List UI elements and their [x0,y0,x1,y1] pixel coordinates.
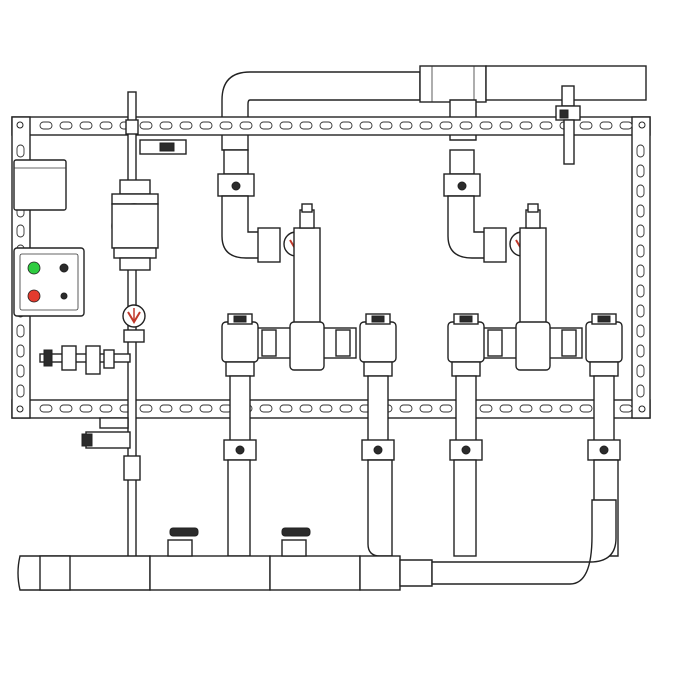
valve-actuator-icon [585,321,623,363]
valve-actuator-icon [447,321,485,363]
mounting-frame [11,116,651,419]
start-indicator-light [27,261,41,275]
manifold-branch [217,149,397,557]
ball-valve-icon [231,181,241,191]
stop-indicator-light [27,289,41,303]
bypass-valve [39,345,131,375]
valve-actuator-icon [221,321,259,363]
pump-assembly [111,91,187,561]
ball-valve-icon [457,181,467,191]
air-vent-valve [555,85,581,165]
junction-box-icon [13,159,67,211]
control-panel [13,247,85,317]
valve-actuator-icon [359,321,397,363]
bottom-return-pipe [17,499,617,591]
top-supply-pipe [221,65,647,151]
drain-valve [81,417,141,481]
manifold-branch [443,149,623,557]
